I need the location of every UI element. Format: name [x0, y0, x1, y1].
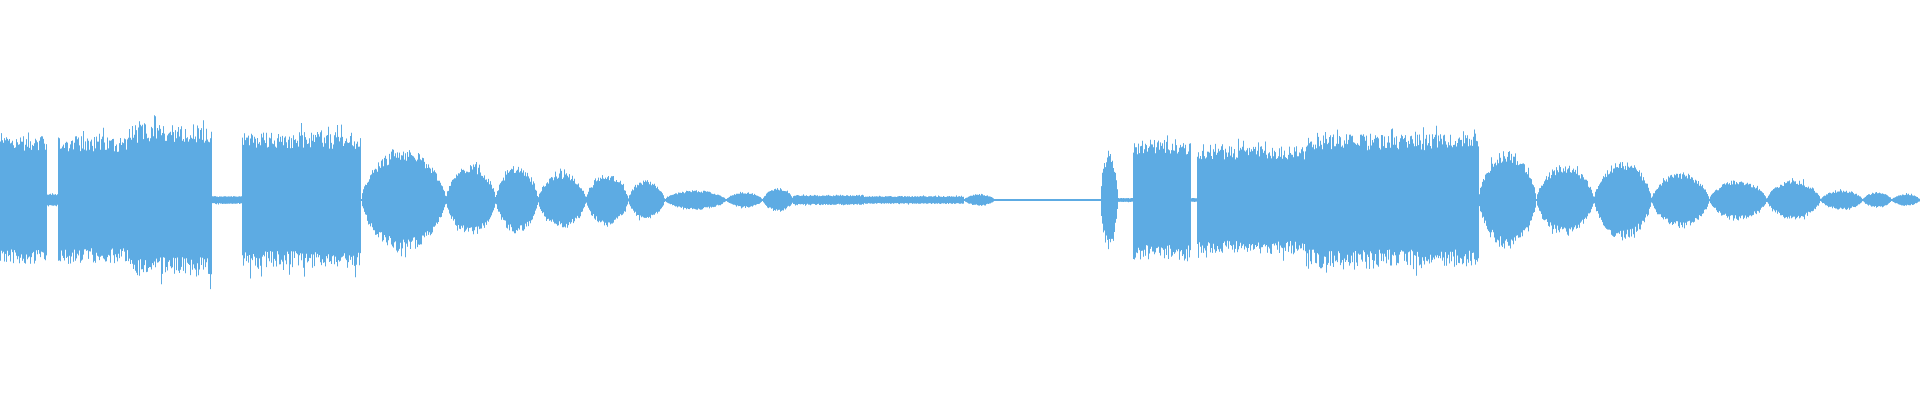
- waveform-samples: [0, 115, 1920, 290]
